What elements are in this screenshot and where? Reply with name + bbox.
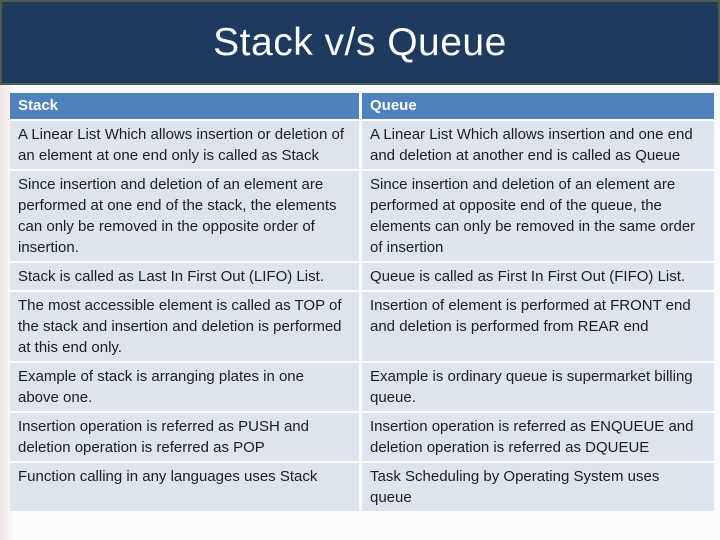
table-row: The most accessible element is called as… [10,292,714,361]
table-cell-queue: A Linear List Which allows insertion and… [362,121,714,169]
table-cell-stack: Insertion operation is referred as PUSH … [10,413,362,461]
table-cell-stack: The most accessible element is called as… [10,292,362,361]
table-cell-queue: Example is ordinary queue is supermarket… [362,363,714,411]
column-header-stack: Stack [10,93,362,119]
table-cell-stack: Example of stack is arranging plates in … [10,363,362,411]
table-body: A Linear List Which allows insertion or … [10,121,714,511]
stack-vs-queue-table: Stack Queue A Linear List Which allows i… [10,91,714,513]
table-header-row: Stack Queue [10,93,714,119]
table-row: Since insertion and deletion of an eleme… [10,171,714,261]
table-cell-queue: Insertion of element is performed at FRO… [362,292,714,361]
table-cell-queue: Queue is called as First In First Out (F… [362,263,714,290]
table-cell-queue: Task Scheduling by Operating System uses… [362,463,714,511]
table-cell-queue: Since insertion and deletion of an eleme… [362,171,714,261]
column-header-queue: Queue [362,93,714,119]
table-cell-stack: A Linear List Which allows insertion or … [10,121,362,169]
table-row: Insertion operation is referred as PUSH … [10,413,714,461]
table-cell-stack: Stack is called as Last In First Out (LI… [10,263,362,290]
table-cell-queue: Insertion operation is referred as ENQUE… [362,413,714,461]
table-row: A Linear List Which allows insertion or … [10,121,714,169]
slide-title-bar: Stack v/s Queue [0,0,720,85]
slide-title: Stack v/s Queue [213,20,507,64]
table-row: Function calling in any languages uses S… [10,463,714,511]
table-row: Example of stack is arranging plates in … [10,363,714,411]
table-cell-stack: Since insertion and deletion of an eleme… [10,171,362,261]
table-row: Stack is called as Last In First Out (LI… [10,263,714,290]
table-cell-stack: Function calling in any languages uses S… [10,463,362,511]
